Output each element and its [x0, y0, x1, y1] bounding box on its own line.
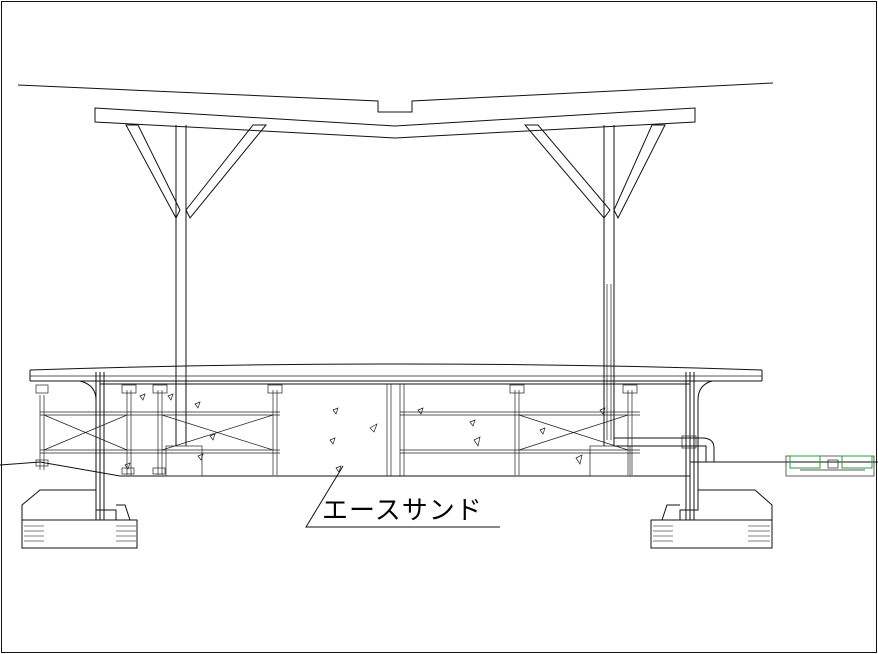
left-footing [21, 519, 138, 549]
left-girder [21, 372, 138, 549]
ground [0, 435, 878, 477]
canopy-frame [125, 124, 666, 446]
roof [17, 82, 774, 139]
label-leader [305, 465, 500, 528]
roof-beam [94, 107, 696, 139]
footing-hatch [24, 525, 770, 542]
right-detail [785, 455, 875, 477]
left-scaffold [35, 384, 283, 475]
bridge-deck [29, 363, 763, 385]
sand-markers [124, 393, 606, 473]
deck-top [29, 363, 763, 371]
right-girder [650, 372, 773, 549]
right-footing [650, 519, 773, 549]
material-label: エースサンド [322, 496, 483, 526]
right-scaffold [386, 384, 640, 476]
